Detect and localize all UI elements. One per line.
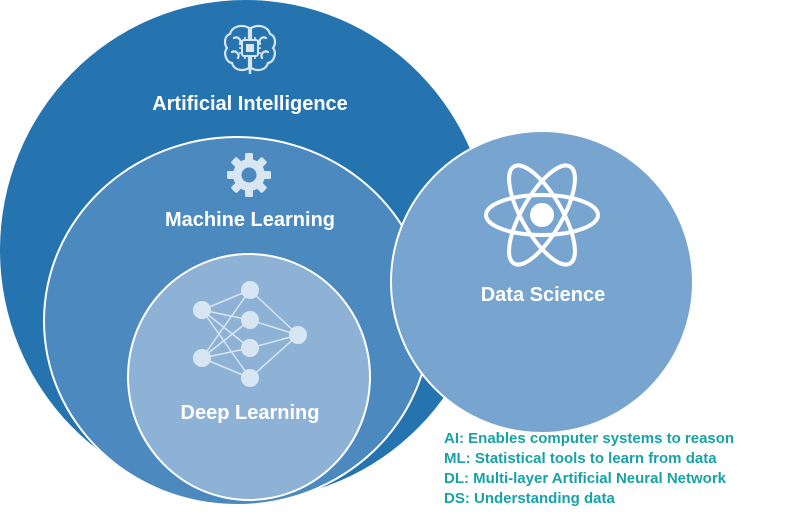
legend-item-ai: AI: Enables computer systems to reason — [444, 430, 735, 447]
legend: AI: Enables computer systems to reason M… — [444, 429, 734, 509]
ml-label: Machine Learning — [164, 209, 336, 231]
ai-label: Artificial Intelligence — [152, 93, 348, 115]
legend-item-ds: DS: Understanding data — [444, 490, 615, 507]
dl-label: Deep Learning — [180, 402, 320, 424]
legend-item-ml: ML: Statistical tools to learn from data — [444, 450, 717, 467]
atom-icon — [484, 163, 600, 267]
brain-chip-icon — [223, 24, 277, 74]
legend-item-dl: DL: Multi-layer Artificial Neural Networ… — [444, 470, 726, 487]
neural-network-icon — [193, 281, 307, 387]
gear-icon — [227, 153, 271, 197]
ds-label: Data Science — [480, 284, 606, 306]
